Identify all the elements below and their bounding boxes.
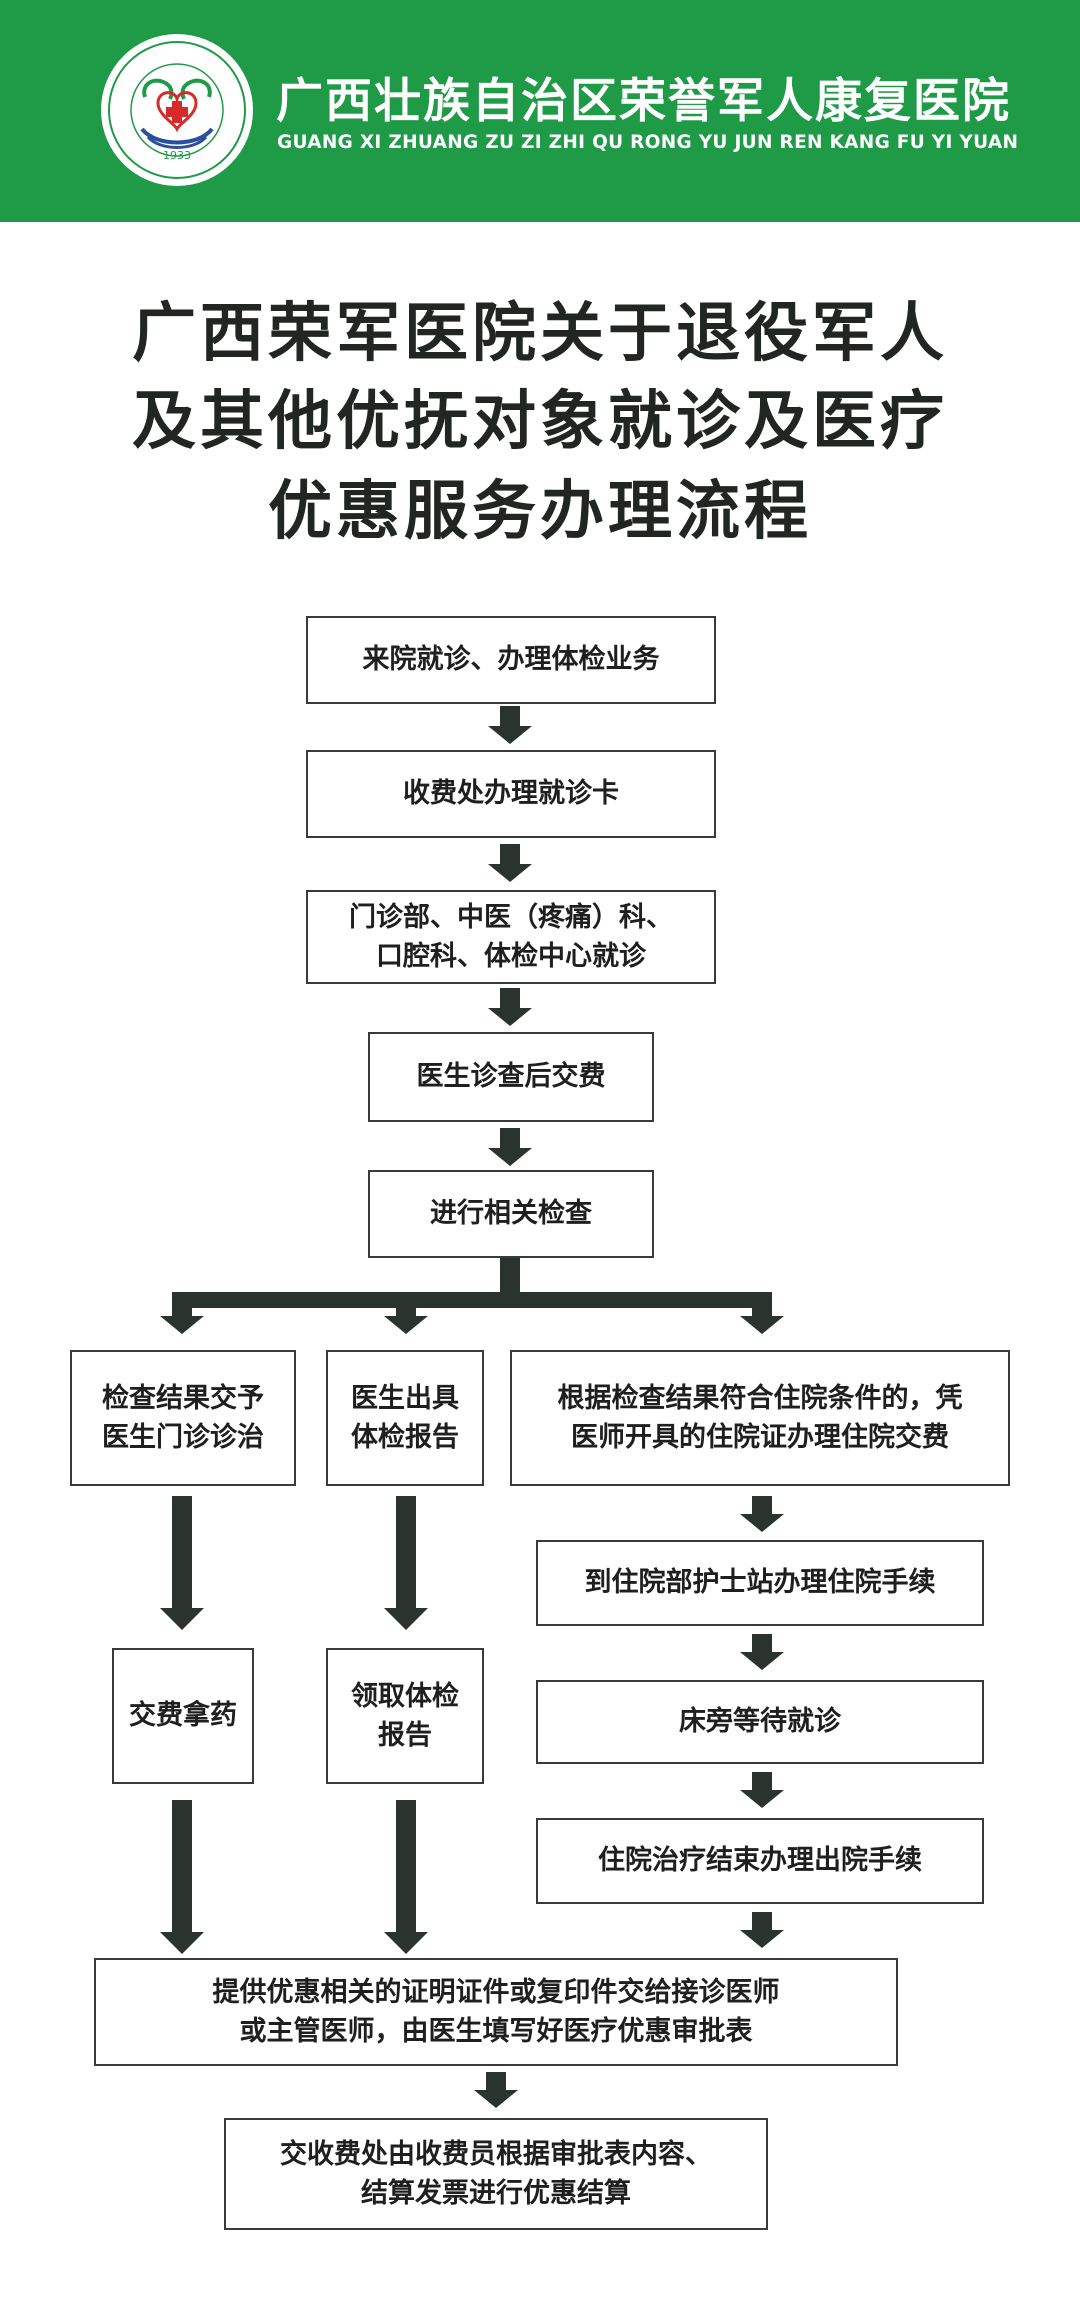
branch-collect-report: 领取体检 报告: [326, 1648, 484, 1784]
branch-report: 医生出具 体检报告: [326, 1350, 484, 1486]
step-settlement: 交收费处由收费员根据审批表内容、 结算发票进行优惠结算: [224, 2118, 768, 2230]
page-title-line3: 优惠服务办理流程: [268, 475, 812, 549]
arrow-c2-c3: [740, 1634, 784, 1670]
step-departments: 门诊部、中医（疼痛）科、 口腔科、体检中心就诊: [306, 890, 716, 984]
arrow-split-a: [160, 1292, 204, 1334]
arrow-b1-b2: [384, 1496, 428, 1630]
arrow-c1-c2: [740, 1496, 784, 1532]
step-exam: 进行相关检查: [368, 1170, 654, 1258]
hospital-emblem-icon: 1933: [101, 34, 253, 186]
split-stem: [500, 1258, 520, 1298]
arrow-a1-a2: [160, 1496, 204, 1630]
hospital-name-cn: 广西壮族自治区荣誉军人康复医院: [276, 74, 1011, 129]
page-title-line2: 及其他优抚对象就诊及医疗: [132, 385, 948, 459]
page-title-line1: 广西荣军医院关于退役军人: [132, 297, 948, 371]
split-bar: [172, 1292, 772, 1308]
branch-admission: 根据检查结果符合住院条件的，凭 医师开具的住院证办理住院交费: [510, 1350, 1010, 1486]
branch-bedside: 床旁等待就诊: [536, 1680, 984, 1764]
logo-year: 1933: [163, 149, 191, 162]
step-card: 收费处办理就诊卡: [306, 750, 716, 838]
arrow-split-c: [740, 1292, 784, 1334]
arrow-step3-step4: [488, 988, 532, 1026]
arrow-step1-step2: [488, 706, 532, 744]
arrow-split-b: [384, 1292, 428, 1334]
branch-discharge: 住院治疗结束办理出院手续: [536, 1818, 984, 1904]
arrow-c4-final: [740, 1912, 784, 1948]
hospital-name-en: GUANG XI ZHUANG ZU ZI ZHI QU RONG YU JUN…: [277, 132, 1019, 153]
step-visit: 来院就诊、办理体检业务: [306, 616, 716, 704]
arrow-b2-final: [384, 1800, 428, 1954]
arrow-step4-step5: [488, 1128, 532, 1166]
header-banner: 1933 广西壮族自治区荣誉军人康复医院 GUANG XI ZHUANG ZU …: [0, 0, 1080, 222]
step-submit-documents: 提供优惠相关的证明证件或复印件交给接诊医师 或主管医师，由医生填写好医疗优惠审批…: [94, 1958, 898, 2066]
arrow-c3-c4: [740, 1772, 784, 1808]
arrow-step2-step3: [488, 844, 532, 882]
arrow-a2-final: [160, 1800, 204, 1954]
branch-medicine: 交费拿药: [112, 1648, 254, 1784]
branch-outpatient: 检查结果交予 医生门诊诊治: [70, 1350, 296, 1486]
step-pay: 医生诊查后交费: [368, 1032, 654, 1122]
arrow-final1-final2: [474, 2072, 518, 2108]
branch-nurse-station: 到住院部护士站办理住院手续: [536, 1540, 984, 1626]
